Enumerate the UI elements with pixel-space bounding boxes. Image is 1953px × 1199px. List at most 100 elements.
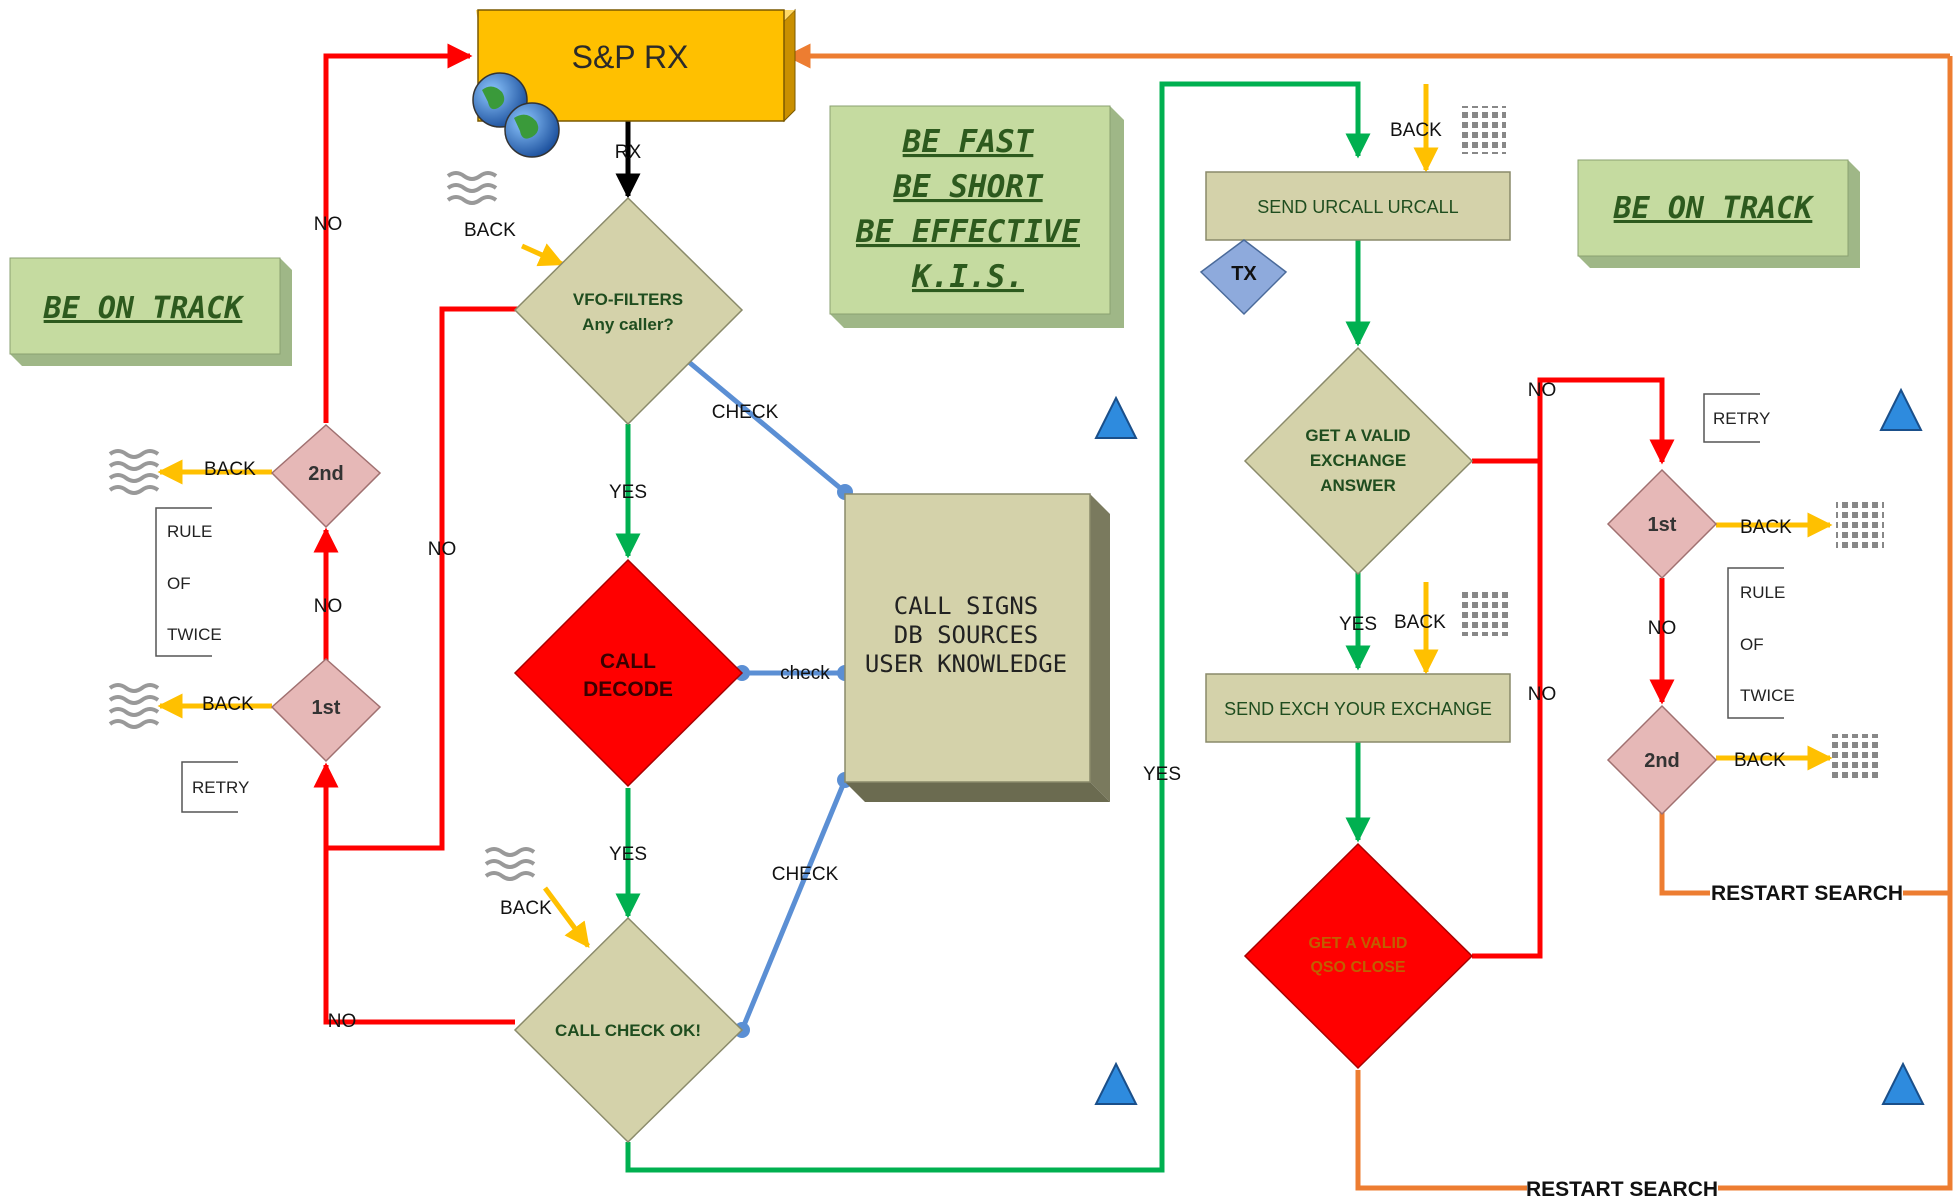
rule-right-2: OF bbox=[1740, 635, 1764, 654]
rule-right-3: TWICE bbox=[1740, 686, 1795, 705]
grid-icon bbox=[1832, 734, 1880, 782]
no-label-exch: NO bbox=[1528, 380, 1557, 401]
motto-line-4: K.I.S. bbox=[911, 259, 1024, 295]
yes-label-decode: YES bbox=[609, 844, 647, 865]
sources-box: CALL SIGNS DB SOURCES USER KNOWLEDGE bbox=[844, 493, 1110, 802]
left-track-text: BE ON TRACK bbox=[43, 291, 246, 326]
left-2nd-text: 2nd bbox=[308, 463, 344, 485]
red-no-vfo bbox=[326, 306, 518, 851]
back-label-r2nd: BACK bbox=[1734, 750, 1786, 771]
retry-right-text: RETRY bbox=[1713, 409, 1770, 428]
sp-rx-title: S&P RX bbox=[572, 39, 689, 75]
back-label-1st: BACK bbox=[202, 694, 254, 715]
check-label-bottom: CHECK bbox=[772, 864, 839, 885]
left-1st-decision: 1st bbox=[270, 657, 382, 763]
back-label-urcall: BACK bbox=[1390, 120, 1442, 141]
wave-icon bbox=[446, 171, 498, 205]
triangle-icon bbox=[1094, 395, 1138, 439]
wave-icon bbox=[484, 847, 536, 881]
grid-icon bbox=[1836, 501, 1884, 549]
rule-bracket-left bbox=[155, 507, 212, 657]
qso-line-2: QSO CLOSE bbox=[1310, 959, 1405, 976]
tx-text: TX bbox=[1231, 263, 1257, 285]
vfo-line-2: Any caller? bbox=[582, 315, 674, 334]
send-urcall-text: SEND URCALL URCALL bbox=[1257, 197, 1458, 217]
note-right-track: BE ON TRACK bbox=[1577, 159, 1860, 268]
yes-label-vfo: YES bbox=[609, 482, 647, 503]
sources-line-3: USER KNOWLEDGE bbox=[865, 650, 1067, 678]
yellow-back-check bbox=[542, 886, 591, 949]
no-label-check: NO bbox=[328, 1011, 357, 1032]
triangle-icon bbox=[1094, 1061, 1138, 1105]
rule-left-1: RULE bbox=[167, 522, 212, 541]
rule-left-3: TWICE bbox=[167, 625, 222, 644]
rule-bracket-right bbox=[1727, 567, 1784, 719]
send-urcall-box: SEND URCALL URCALL bbox=[1205, 171, 1511, 241]
yellow-back-vfo bbox=[520, 243, 565, 267]
left-1st-text: 1st bbox=[312, 697, 341, 719]
no-label-qso: NO bbox=[1528, 684, 1557, 705]
vfo-filters-decision: VFO-FILTERS Any caller? bbox=[513, 196, 744, 426]
exch-line-3: ANSWER bbox=[1320, 476, 1396, 495]
note-left-track: BE ON TRACK bbox=[9, 257, 292, 366]
no-label-top: NO bbox=[314, 214, 343, 235]
no-label-mid: NO bbox=[314, 596, 343, 617]
right-2nd-text: 2nd bbox=[1644, 750, 1680, 772]
left-2nd-decision: 2nd bbox=[270, 423, 382, 529]
globe-icon bbox=[504, 102, 560, 158]
yes-label-long: YES bbox=[1143, 764, 1181, 785]
triangle-icon bbox=[1881, 1061, 1925, 1105]
red-qso-no bbox=[1472, 461, 1543, 959]
back-label-exch: BACK bbox=[1394, 612, 1446, 633]
no-label-right: NO bbox=[1648, 618, 1677, 639]
send-exch-box: SEND EXCH YOUR EXCHANGE bbox=[1205, 673, 1511, 743]
decode-line-2: DECODE bbox=[583, 678, 673, 701]
sources-line-2: DB SOURCES bbox=[894, 621, 1039, 649]
back-label-r1st: BACK bbox=[1740, 517, 1792, 538]
call-check-decision: CALL CHECK OK! bbox=[513, 916, 744, 1144]
no-label-vfo: NO bbox=[428, 539, 457, 560]
exch-line-2: EXCHANGE bbox=[1310, 451, 1406, 470]
back-label-check: BACK bbox=[500, 898, 552, 919]
blue-check-vfo bbox=[682, 356, 847, 494]
red-exch-no bbox=[1472, 377, 1675, 465]
right-track-text: BE ON TRACK bbox=[1613, 191, 1816, 226]
red-no-check bbox=[313, 762, 515, 1025]
green-check-send bbox=[625, 81, 1371, 1173]
right-2nd-decision: 2nd bbox=[1606, 704, 1718, 816]
retry-bracket-left bbox=[181, 761, 238, 813]
red-2nd-top bbox=[323, 43, 473, 423]
exch-line-1: GET A VALID bbox=[1305, 426, 1410, 445]
wave-icon bbox=[108, 449, 160, 495]
wave-icon bbox=[108, 683, 160, 729]
call-decode-decision: CALL DECODE bbox=[513, 558, 744, 788]
note-motto: BE FAST BE SHORT BE EFFECTIVE K.I.S. bbox=[829, 105, 1124, 328]
rule-right-1: RULE bbox=[1740, 583, 1785, 602]
orange-bottom bbox=[1355, 1070, 1527, 1191]
motto-line-2: BE SHORT bbox=[892, 169, 1044, 205]
qso-line-1: GET A VALID bbox=[1309, 935, 1408, 952]
valid-qso-decision: GET A VALID QSO CLOSE bbox=[1243, 842, 1474, 1070]
sources-line-1: CALL SIGNS bbox=[894, 592, 1039, 620]
valid-exchange-decision: GET A VALID EXCHANGE ANSWER bbox=[1243, 346, 1474, 576]
vfo-line-1: VFO-FILTERS bbox=[573, 290, 683, 309]
orange-restart-right bbox=[1659, 812, 1710, 896]
check-label-top: CHECK bbox=[712, 402, 779, 423]
retry-bracket-right bbox=[1703, 393, 1760, 443]
tx-badge: TX bbox=[1199, 239, 1288, 316]
restart-label-right: RESTART SEARCH bbox=[1711, 882, 1903, 905]
rx-label: RX bbox=[615, 142, 642, 163]
grid-icon bbox=[1458, 106, 1506, 154]
retry-left-text: RETRY bbox=[192, 778, 249, 797]
blue-check-callcheck bbox=[739, 779, 848, 1031]
check-label-mid: check bbox=[780, 663, 830, 684]
back-label-2nd: BACK bbox=[204, 459, 256, 480]
grid-icon bbox=[1462, 588, 1510, 636]
motto-line-1: BE FAST bbox=[902, 124, 1035, 160]
rule-left-2: OF bbox=[167, 574, 191, 593]
right-1st-decision: 1st bbox=[1606, 468, 1718, 580]
send-exch-text: SEND EXCH YOUR EXCHANGE bbox=[1224, 699, 1492, 719]
yes-label-exch: YES bbox=[1339, 614, 1377, 635]
back-label-vfo: BACK bbox=[464, 220, 516, 241]
decode-line-1: CALL bbox=[600, 650, 656, 673]
